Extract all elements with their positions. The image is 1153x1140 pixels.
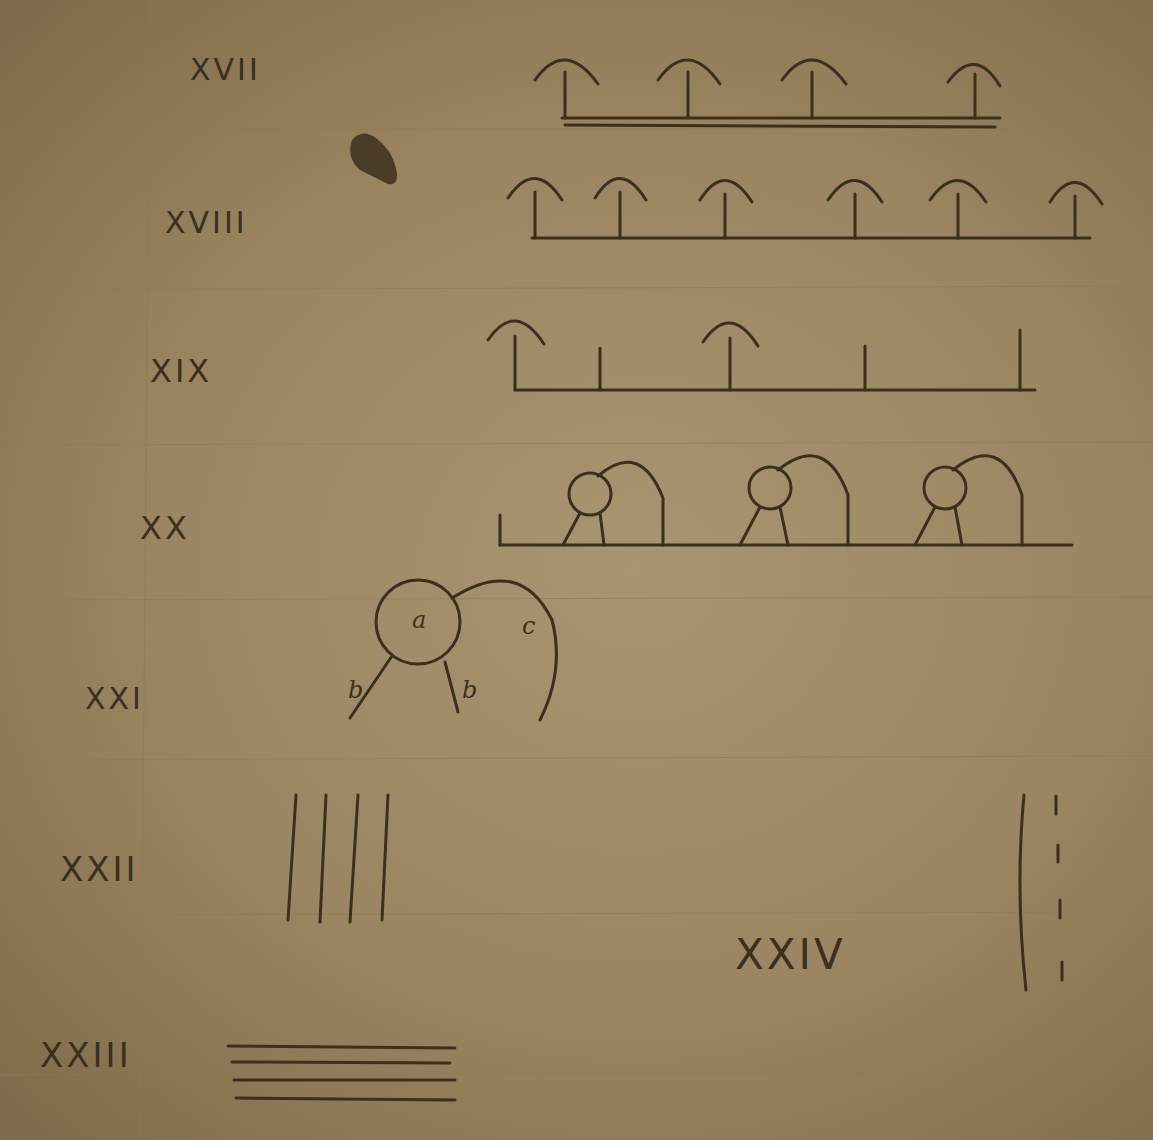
figure-numeral: XX [140, 512, 190, 544]
ink-blot [350, 133, 397, 184]
part-letter: c [522, 614, 535, 638]
part-letter: a [412, 608, 426, 632]
figure-numeral: XIX [150, 355, 212, 387]
figure-numeral: XVIII [165, 208, 248, 238]
part-letter: b [348, 678, 363, 702]
figure-numeral: XXIII [40, 1038, 132, 1072]
figure-numeral: XXIV [735, 934, 846, 976]
figure-numeral: XXII [60, 852, 139, 886]
figure-numeral: XVII [190, 55, 261, 85]
part-letter: b [462, 678, 477, 702]
figure-numeral: XXI [85, 684, 144, 714]
ink-drawings [228, 60, 1102, 1100]
